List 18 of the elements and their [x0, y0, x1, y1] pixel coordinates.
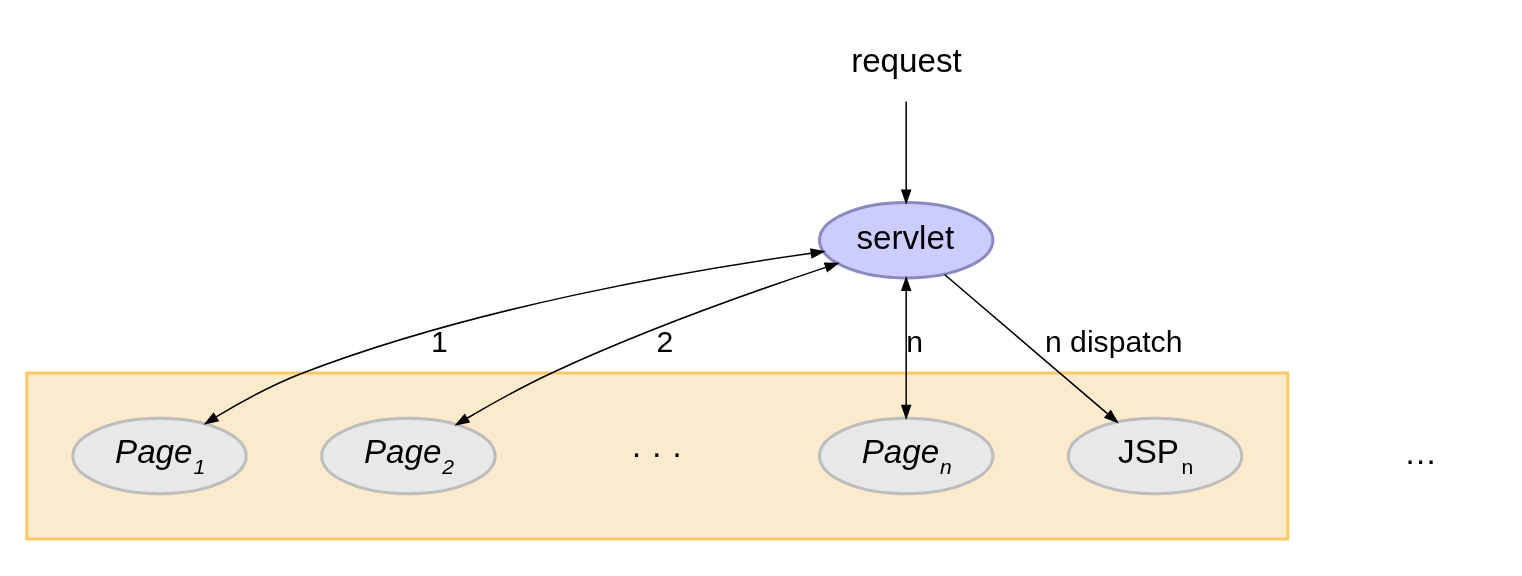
node-ellipse: Page$_{1}$: [71, 416, 248, 495]
node-text: request: [851, 41, 962, 79]
node-ellipse: Page$_{n}$: [817, 416, 995, 495]
node-ellipse: Page$_{2}$: [320, 416, 497, 495]
label: …: [1403, 433, 1438, 471]
arrow: [203, 247, 826, 425]
node-ellipse: servlet: [817, 200, 995, 279]
arrow: [943, 273, 1119, 423]
cluster: [25, 370, 1290, 540]
edge-label: n dispatch: [1044, 324, 1183, 358]
arrow: [454, 261, 840, 426]
edge-label: 1: [431, 324, 448, 358]
label: · · ·: [630, 433, 683, 471]
edge-label: 2: [656, 324, 674, 358]
edge-label: n: [906, 324, 923, 358]
node-ellipse: JSP$_{n}$: [1066, 416, 1244, 495]
arrow: [900, 275, 912, 420]
arrow: [900, 100, 912, 205]
